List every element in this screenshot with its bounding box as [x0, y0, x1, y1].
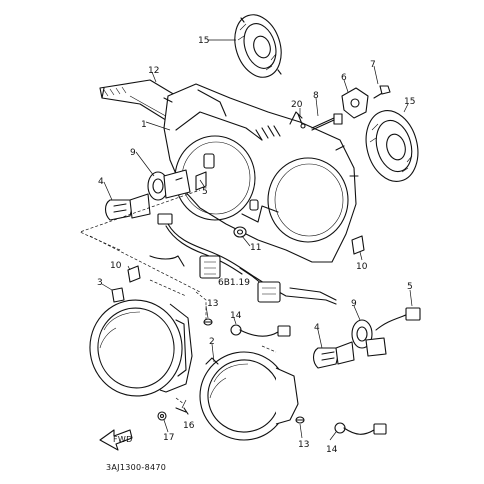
bulb-socket-upper-part — [147, 169, 191, 201]
clip-left-part — [127, 265, 141, 283]
bulb-holder-upper-part — [195, 171, 207, 191]
callout-10-right: 10 — [356, 262, 368, 272]
diagram-code: 3AJ1300-8470 — [106, 463, 166, 472]
callout-1: 1 — [141, 120, 147, 130]
callout-leaders — [101, 39, 413, 441]
callout-6b1-19: 6B1.19 — [218, 278, 250, 288]
callout-11: 11 — [250, 243, 261, 253]
callout-14-upper: 14 — [230, 311, 242, 321]
assembly-guide-lines — [79, 189, 277, 405]
headlight-unit-right-part — [199, 351, 299, 441]
callout-2: 2 — [209, 337, 215, 347]
callout-15-top: 15 — [198, 36, 209, 46]
callout-3: 3 — [97, 278, 103, 288]
wiring-harness-part — [149, 213, 337, 305]
callout-4-upper: 4 — [98, 177, 104, 187]
rear-cover-right-part — [365, 110, 419, 182]
callout-14-lower: 14 — [326, 445, 338, 455]
rear-cover-top-part — [234, 14, 282, 78]
bulb-upper-part — [104, 193, 151, 221]
callout-5-lower: 5 — [407, 282, 413, 292]
callout-12: 12 — [148, 66, 159, 76]
callout-6: 6 — [341, 73, 347, 83]
callout-16: 16 — [183, 421, 195, 431]
callout-15-right: 15 — [404, 97, 415, 107]
headlight-housing-part — [163, 83, 359, 263]
position-socket-upper-part — [230, 324, 291, 337]
callout-13-upper: 13 — [207, 299, 218, 309]
bulb-lower-part — [312, 341, 355, 369]
callout-7: 7 — [370, 60, 376, 70]
front-direction-arrow: FWD — [99, 429, 133, 451]
callout-10-left: 10 — [110, 261, 122, 271]
callout-17: 17 — [163, 433, 174, 443]
grommet-part — [233, 226, 247, 238]
headlight-unit-left-part — [89, 287, 193, 397]
callout-4-lower: 4 — [314, 323, 320, 333]
callout-13-lower: 13 — [298, 440, 309, 450]
mounting-hardware-parts — [297, 85, 391, 131]
position-socket-lower-part — [334, 422, 387, 435]
nut-17-part — [157, 411, 167, 421]
callout-9-lower: 9 — [351, 299, 357, 309]
position-bulb-upper-part — [203, 318, 213, 326]
position-bulb-lower-part — [295, 416, 305, 424]
callout-8: 8 — [313, 91, 319, 101]
callout-20: 20 — [291, 100, 303, 110]
callout-9-upper: 9 — [130, 148, 136, 158]
clip-right-part — [351, 235, 365, 255]
bulb-socket-lower-part — [351, 319, 387, 357]
screw-16-part — [175, 407, 189, 415]
bulb-holder-lower-part — [375, 307, 421, 331]
front-arrow-label: FWD — [113, 435, 133, 444]
callout-5-upper: 5 — [202, 187, 208, 197]
